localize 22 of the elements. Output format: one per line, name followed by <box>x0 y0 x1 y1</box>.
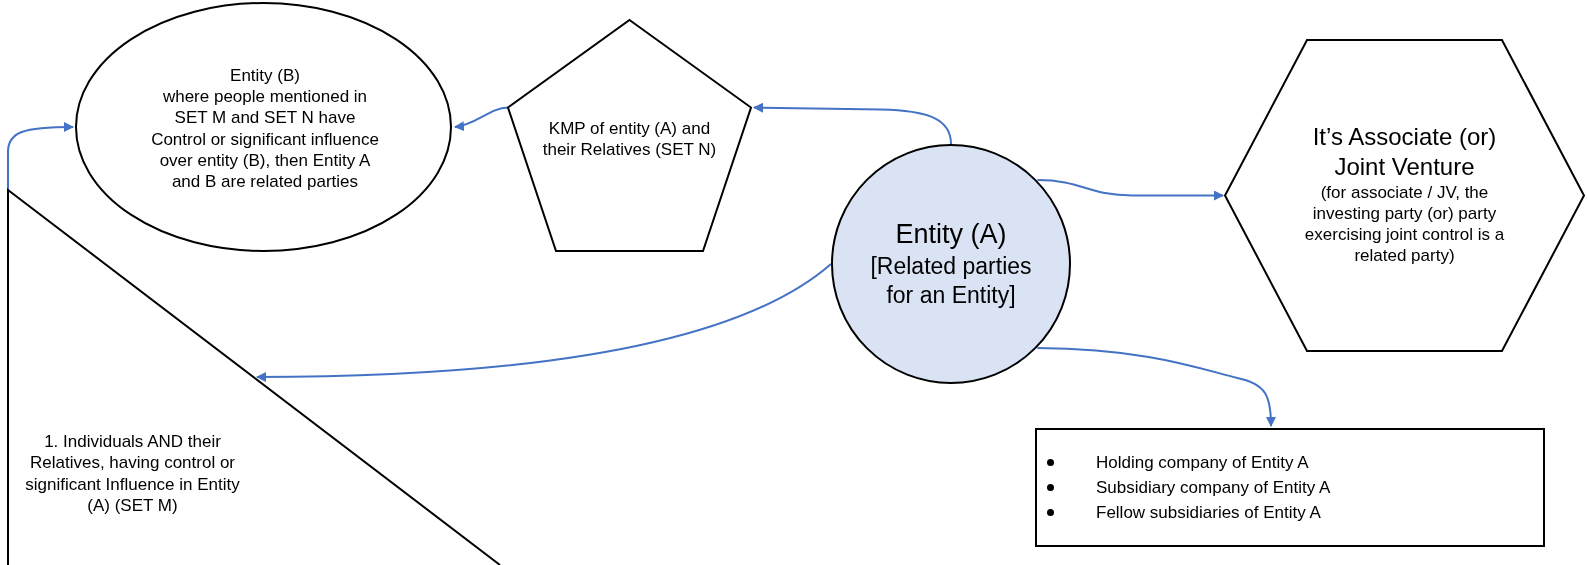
list-item: Fellow subsidiaries of Entity A <box>1096 502 1321 524</box>
circle-node <box>831 144 1071 384</box>
pentagon-node <box>507 19 752 252</box>
ellipse-node <box>75 2 452 252</box>
node-title: Entity (B) <box>230 64 300 86</box>
arrow <box>454 106 509 131</box>
node-title: Entity (A) <box>895 218 1007 252</box>
arrow <box>753 102 952 145</box>
list-item: Holding company of Entity A <box>1096 451 1309 473</box>
hexagon-node <box>1224 39 1585 352</box>
node-title: It’s Associate (or) Joint Venture <box>1311 121 1498 182</box>
node-title: 1. Individuals AND their Relatives, having control or significant Influence in Entity (A) (SET M) <box>24 431 241 516</box>
node-title: KMP of entity (A) and their Relatives (SET N) <box>541 117 718 161</box>
list-box <box>1035 428 1545 547</box>
arrow <box>1036 179 1224 201</box>
node-text: where people mentioned in SET M and SET N have Control or significant influence over entity (B), then Entity A and B are related parties <box>150 86 380 193</box>
arrow <box>1036 347 1276 427</box>
node-text: (for associate / JV, the investing party (or) party exercising joint control is a related party) <box>1303 181 1506 267</box>
arrow <box>7 122 74 191</box>
arrow <box>256 263 832 382</box>
node-text: [Related parties for an Entity] <box>869 252 1033 310</box>
list-item: Subsidiary company of Entity A <box>1096 476 1331 499</box>
